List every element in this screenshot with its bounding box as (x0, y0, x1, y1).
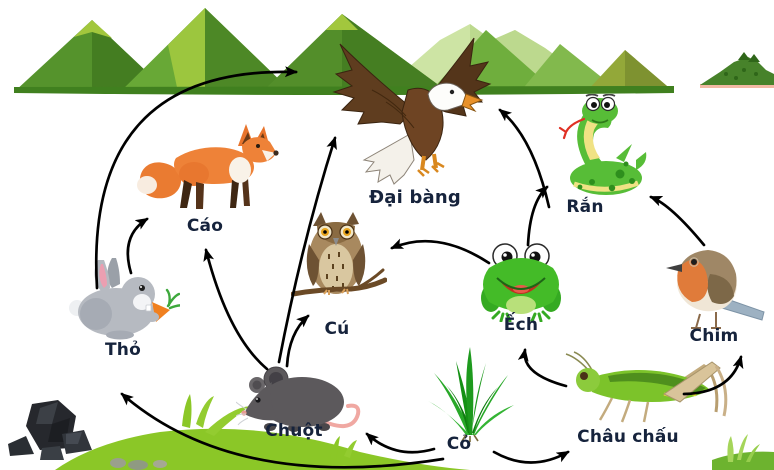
label-co: Cỏ (446, 434, 472, 454)
arrow-ech-to-ran (526, 185, 549, 247)
arrow-chuot-to-cu (285, 314, 310, 368)
arrow-ran-to-dai-bang (498, 108, 551, 209)
label-cu: Cú (324, 319, 350, 339)
grasshopper-figure (564, 350, 732, 430)
label-cao: Cáo (186, 216, 224, 236)
frog-figure (477, 242, 565, 322)
arrow-chim-to-ran (649, 195, 706, 247)
label-ran: Rắn (566, 197, 604, 217)
fox-figure (136, 106, 284, 218)
bird-figure (664, 242, 772, 334)
arrow-ech-to-cu (390, 238, 491, 265)
arrow-chau-chau-to-ech (517, 348, 568, 388)
label-ech: Ếch (503, 315, 539, 335)
label-chuot: Chuột (265, 421, 323, 441)
label-chau-chau: Châu chấu (577, 427, 679, 447)
eagle-figure (322, 32, 507, 192)
label-chim: Chim (689, 326, 739, 346)
label-tho: Thỏ (105, 340, 141, 360)
owl-figure (291, 210, 387, 314)
rabbit-figure (68, 256, 180, 340)
grass-figure (420, 343, 520, 443)
arrow-chuot-to-cao (203, 248, 269, 371)
snake-figure (558, 94, 648, 198)
label-dai-bang: Đại bàng (369, 187, 461, 208)
